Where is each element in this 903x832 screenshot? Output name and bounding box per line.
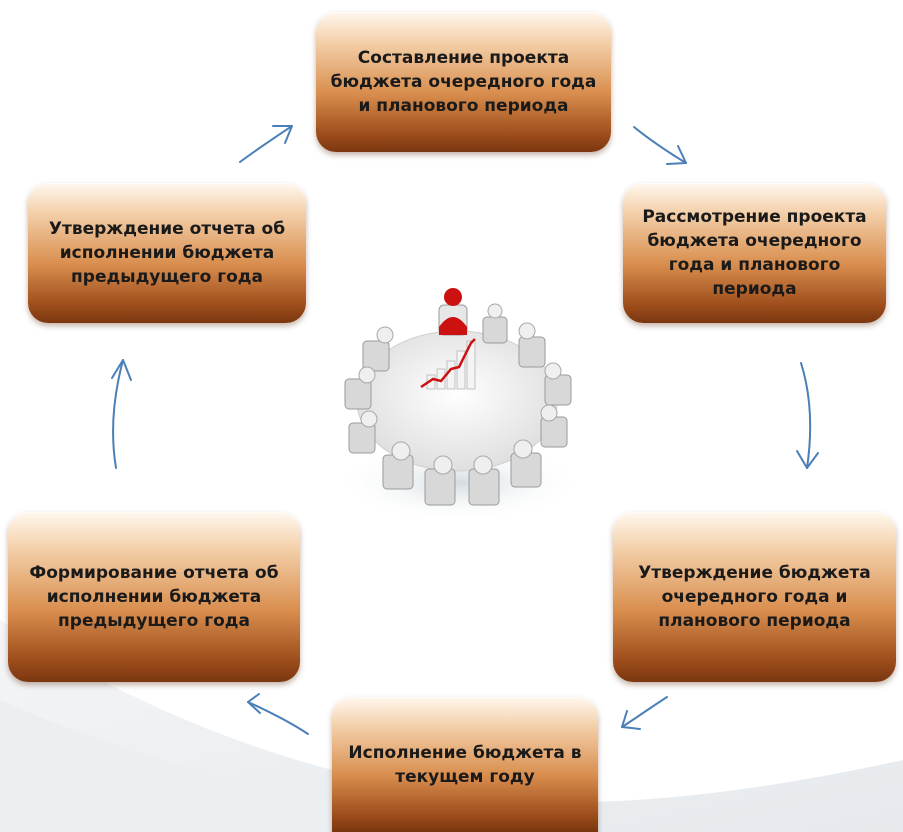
step-draft-budget: Составление проекта бюджета очередного г… [316, 12, 611, 152]
step-prepare-report: Формирование отчета об исполнении бюджет… [8, 512, 300, 682]
leader-figure-icon [438, 288, 468, 336]
arrow-step1-to-step2-icon [633, 126, 687, 165]
step-approve-budget-label: Утверждение бюджета очередного года и пл… [638, 563, 871, 631]
step-execute-budget-label: Исполнение бюджета в текущем году [348, 742, 582, 787]
arrow-step4-to-step5-icon [247, 693, 309, 735]
step-review-budget: Рассмотрение проекта бюджета очередного … [623, 183, 886, 323]
step-review-budget-label: Рассмотрение проекта бюджета очередного … [642, 207, 867, 299]
arrow-step3-to-step4-icon [621, 696, 668, 730]
step-prepare-report-label: Формирование отчета об исполнении бюджет… [29, 563, 279, 631]
step-execute-budget: Исполнение бюджета в текущем году [332, 697, 598, 832]
arrow-step5-to-step6-icon [111, 359, 132, 469]
arrow-step6-to-step1-icon [239, 125, 293, 163]
step-draft-budget-label: Составление проекта бюджета очередного г… [330, 48, 597, 116]
step-approve-budget: Утверждение бюджета очередного года и пл… [613, 512, 896, 682]
step-approve-report-label: Утверждение отчета об исполнении бюджета… [48, 219, 286, 287]
meeting-illustration [334, 288, 584, 523]
arrow-step2-to-step3-icon [796, 362, 819, 469]
step-approve-report: Утверждение отчета об исполнении бюджета… [28, 183, 306, 323]
